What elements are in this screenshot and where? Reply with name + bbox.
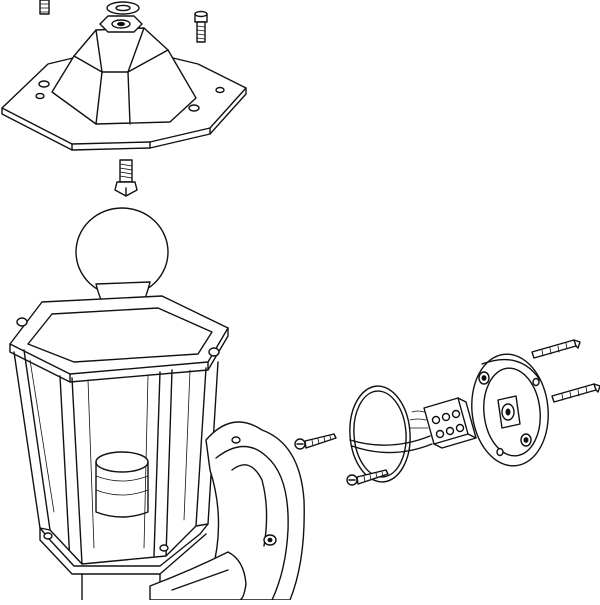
wall-plug-upper: [531, 339, 581, 359]
wall-plug-lower: [551, 383, 600, 403]
mounting-base-plate: [471, 353, 549, 467]
cap-bolt: [194, 10, 208, 43]
terminal-block: [409, 397, 501, 449]
screw-lower: [346, 469, 389, 486]
washer-ring: [106, 1, 140, 15]
top-screw: [39, 0, 50, 15]
mounting-ring: [349, 385, 433, 483]
wall-plugs: [531, 339, 600, 403]
wall-arm-bracket: [149, 421, 305, 601]
lantern-body: [9, 295, 229, 601]
threaded-stud: [114, 159, 138, 197]
screw-upper: [294, 433, 337, 450]
lantern-roof-cap: [1, 15, 247, 151]
screws: [294, 433, 389, 486]
